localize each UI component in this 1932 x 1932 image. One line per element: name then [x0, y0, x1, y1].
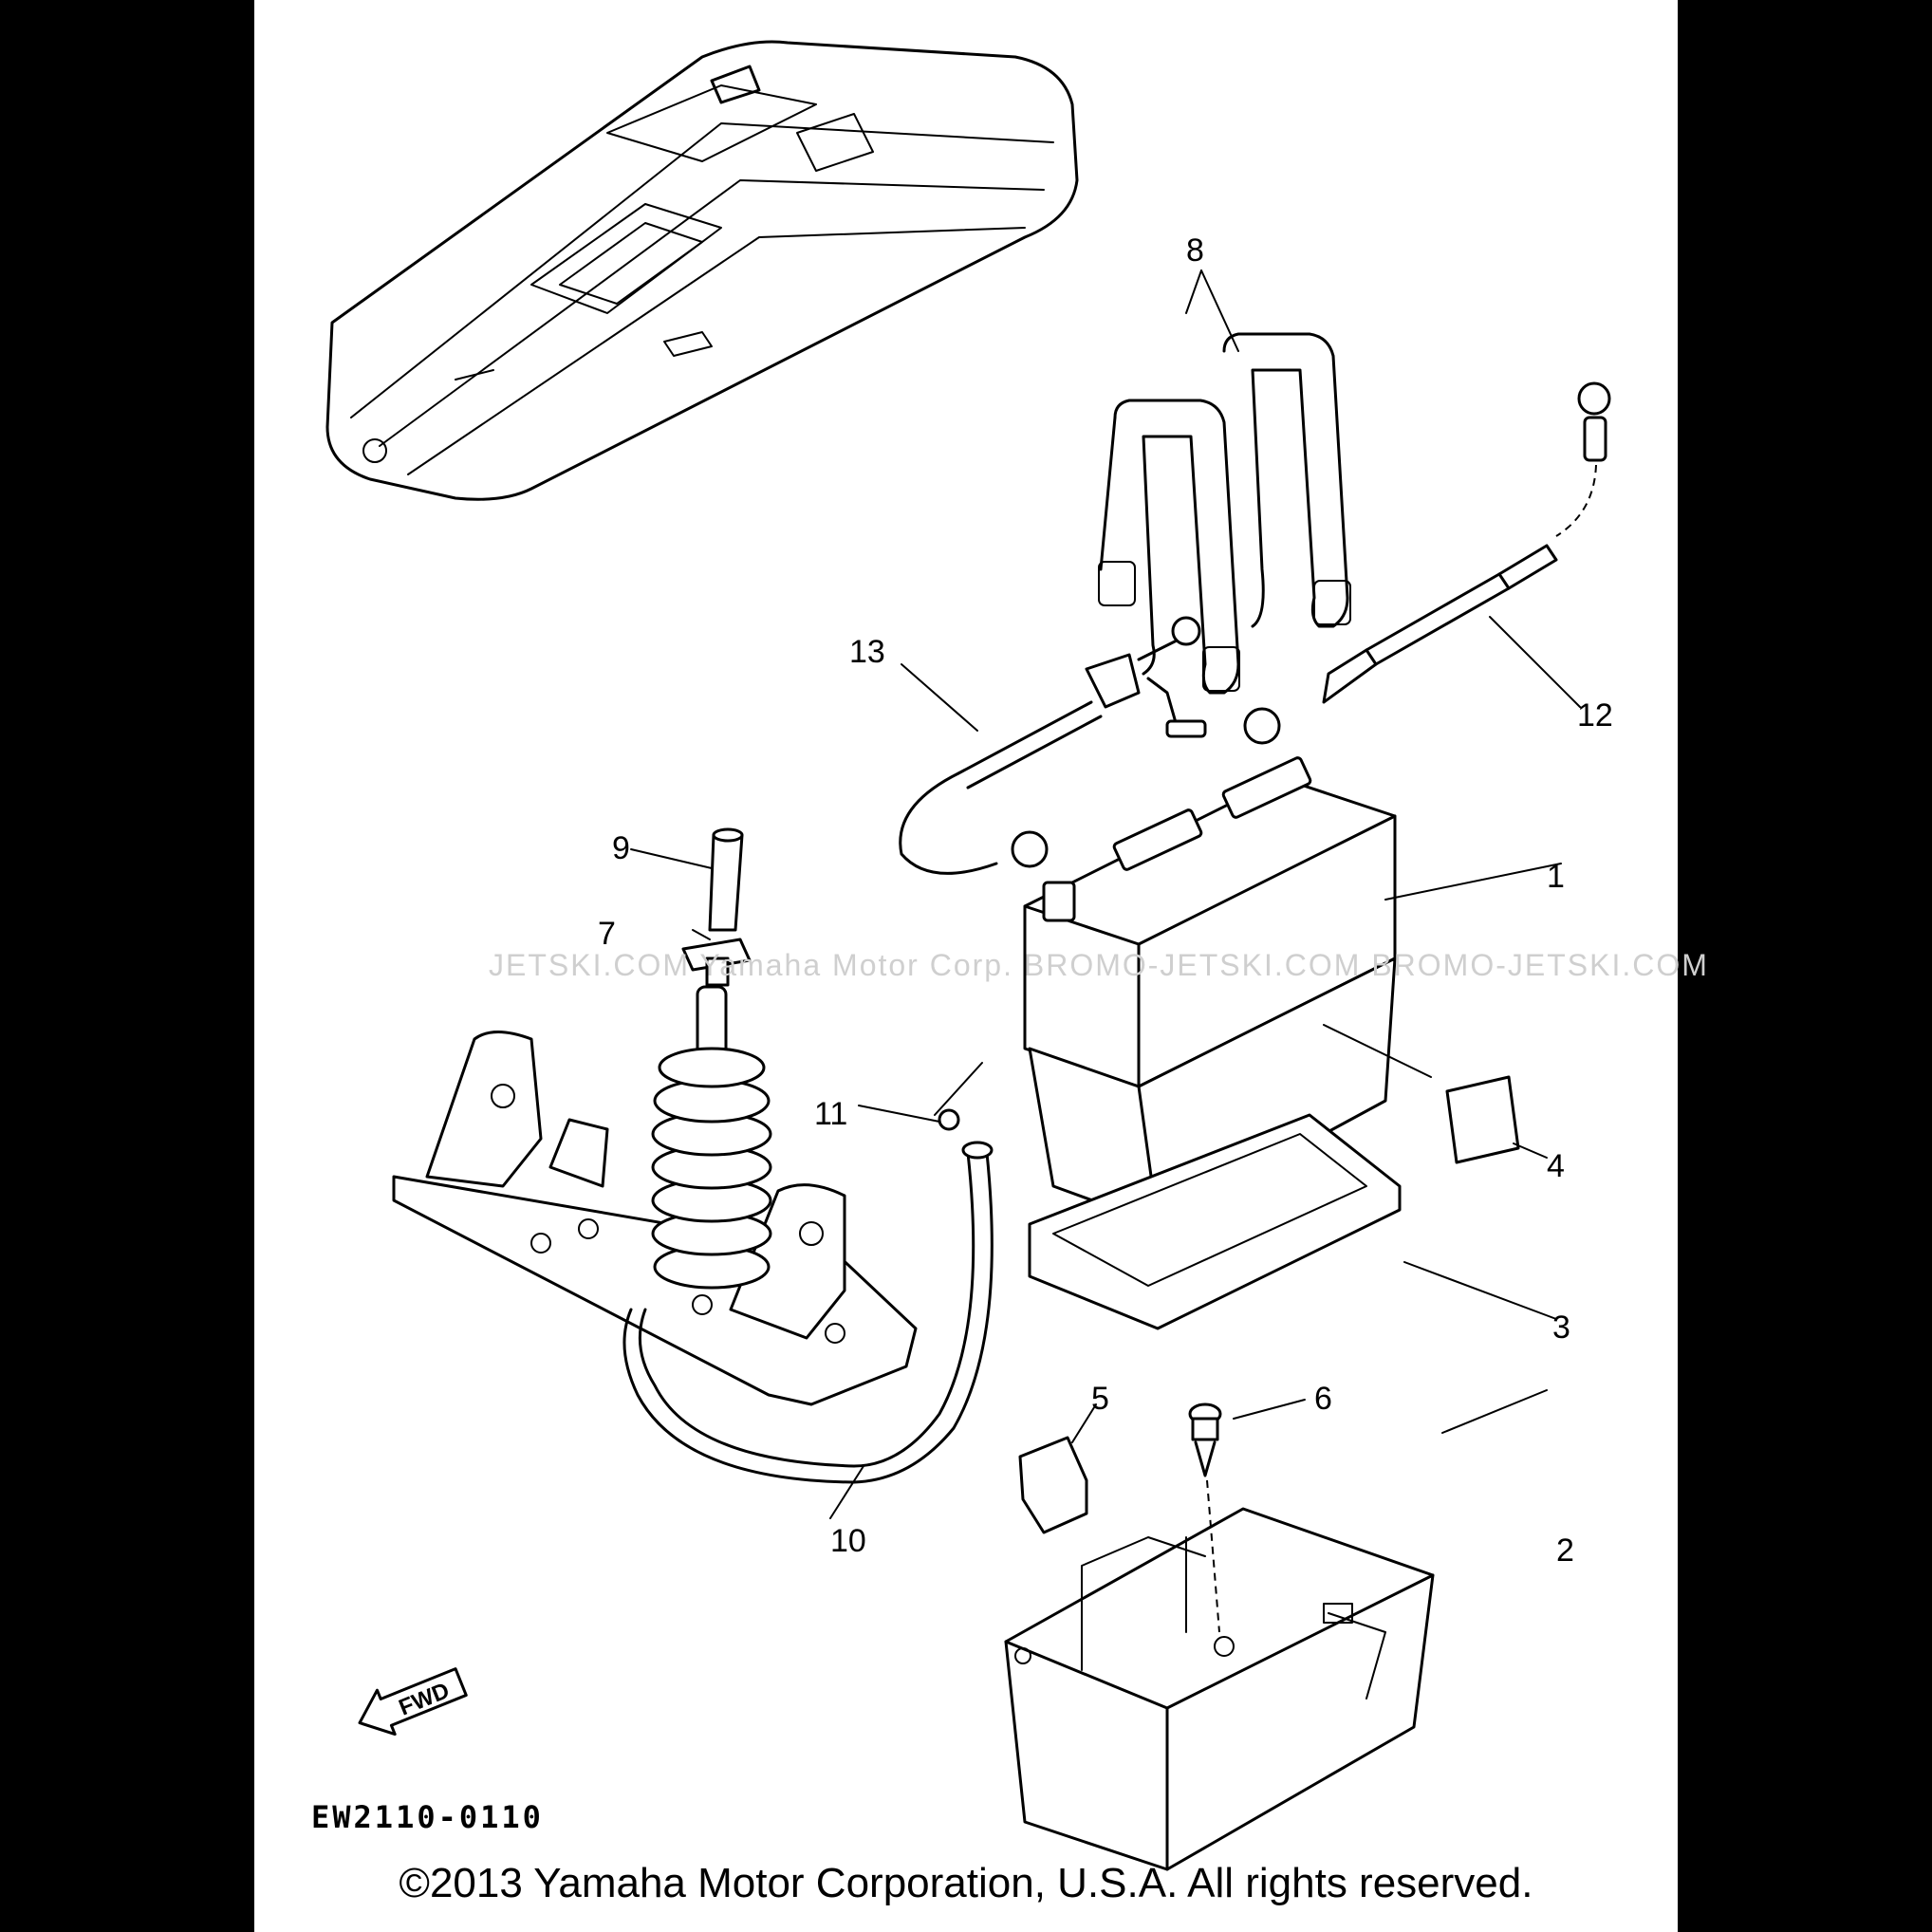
callout-6: 6	[1314, 1381, 1332, 1417]
hose-joint	[681, 938, 752, 987]
diagram-sheet	[254, 0, 1678, 1932]
jetski-overview-illustration	[325, 40, 1079, 501]
spring-guide	[651, 985, 772, 1290]
callout-8: 8	[1186, 232, 1204, 269]
negative-battery-cable	[899, 616, 1207, 875]
positive-battery-cable	[1243, 381, 1611, 745]
battery-band-pair	[1098, 332, 1351, 695]
callout-7: 7	[598, 916, 616, 952]
battery	[1023, 756, 1397, 1226]
copyright-notice: ©2013 Yamaha Motor Corporation, U.S.A. A…	[399, 1860, 1533, 1906]
callout-1: 1	[1547, 859, 1565, 895]
callout-9: 9	[612, 830, 630, 866]
mounting-bolt	[1188, 1403, 1222, 1633]
fwd-direction-arrow: FWD	[358, 1667, 468, 1737]
callout-leaders	[630, 269, 1581, 1519]
callout-11: 11	[814, 1096, 847, 1132]
battery-bracket-assembly	[392, 1031, 918, 1406]
diagram-code: EW2110-0110	[311, 1799, 544, 1835]
callout-12: 12	[1577, 697, 1613, 734]
breather-hose	[622, 1141, 994, 1484]
watermark: JETSKI.COM Yamaha Motor Corp. BROMO-JETS…	[489, 948, 1709, 982]
battery-label	[1445, 1075, 1520, 1164]
callout-5: 5	[1091, 1381, 1109, 1417]
hose-clip	[938, 1108, 960, 1131]
callout-numbers: 8 12 13 1 9 7 11 4 3 5 6 2 10	[598, 232, 1613, 1569]
battery-mat	[1028, 1113, 1402, 1330]
breather-pipe	[708, 827, 744, 932]
callout-3: 3	[1552, 1310, 1570, 1346]
callout-4: 4	[1547, 1148, 1565, 1184]
callout-2: 2	[1556, 1533, 1574, 1569]
callout-10: 10	[830, 1523, 866, 1559]
battery-box	[1004, 1507, 1435, 1871]
callout-13: 13	[849, 634, 885, 670]
rubber-damper	[1018, 1436, 1088, 1534]
